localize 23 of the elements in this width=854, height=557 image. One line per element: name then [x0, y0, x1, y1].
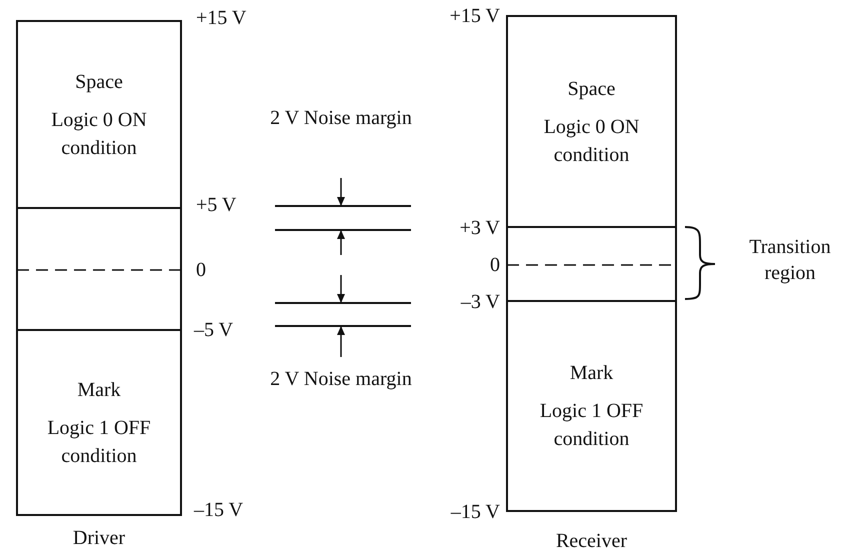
state-name: Mark — [570, 361, 614, 386]
region-label: Transition region — [748, 235, 832, 286]
voltage-label: +15 V — [196, 6, 246, 30]
voltage-label: +3 V — [460, 216, 500, 240]
column-caption: Driver — [72, 526, 126, 550]
column-caption: Receiver — [554, 529, 628, 553]
state-name: Space — [75, 70, 123, 94]
voltage-label: –3 V — [460, 290, 500, 314]
noise-margin-label: 2 V Noise margin — [269, 106, 413, 131]
state-description: Logic 0 ON condition — [50, 108, 148, 160]
voltage-label: –15 V — [194, 498, 244, 522]
state-name: Space — [568, 76, 616, 102]
voltage-label: –5 V — [194, 318, 234, 342]
state-description: Logic 1 OFF condition — [46, 416, 152, 468]
state-description: Logic 1 OFF condition — [538, 399, 644, 452]
voltage-label: 0 — [490, 253, 500, 277]
state-description: Logic 0 ON condition — [542, 114, 640, 168]
voltage-label: –15 V — [450, 500, 500, 524]
voltage-label: +15 V — [450, 4, 500, 28]
voltage-label: 0 — [196, 258, 206, 282]
voltage-label: +5 V — [196, 193, 236, 217]
state-name: Mark — [77, 378, 121, 402]
noise-margin-label: 2 V Noise margin — [269, 367, 413, 392]
